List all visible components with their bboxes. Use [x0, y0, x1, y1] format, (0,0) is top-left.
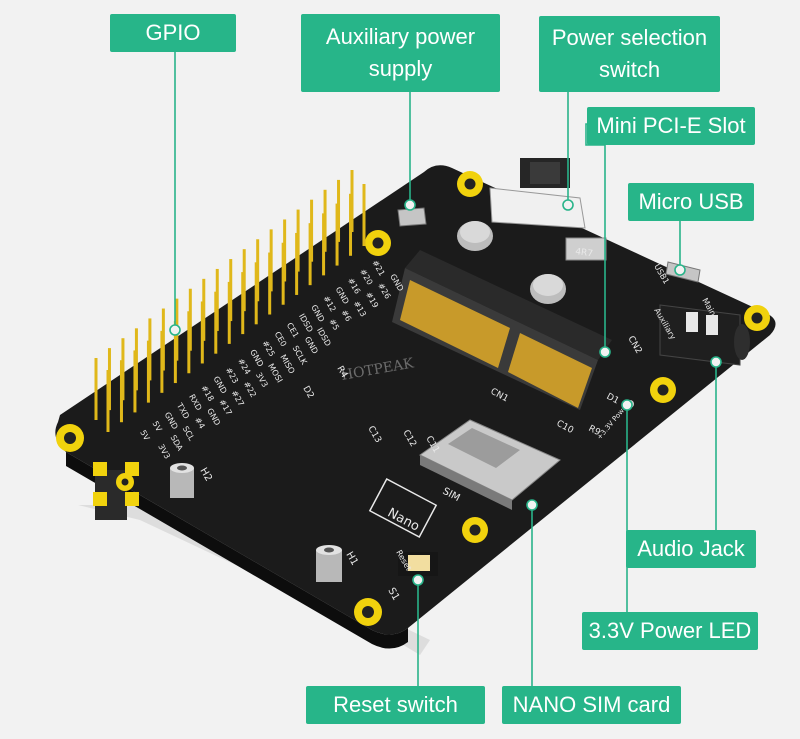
sma-footprint — [93, 462, 139, 506]
mounting-holes — [56, 171, 770, 626]
callout-aux-power: Auxiliary power supply — [301, 14, 500, 92]
callout-mini-pcie: Mini PCI-E Slot — [587, 107, 755, 145]
gpio-header-pins — [94, 170, 366, 432]
mini-pcie-slot — [392, 250, 612, 410]
callout-power-led: 3.3V Power LED — [582, 612, 758, 650]
callout-nano-sim: NANO SIM card — [502, 686, 681, 724]
audio-jack-part — [659, 304, 750, 366]
standoff-h2 — [170, 463, 194, 498]
callout-reset-switch: Reset switch — [306, 686, 485, 724]
capacitors — [457, 221, 607, 304]
aux-power-connector — [397, 207, 427, 227]
sim-card-holder — [419, 419, 561, 510]
callout-audio-jack: Audio Jack — [626, 530, 756, 568]
standoff-h1 — [316, 545, 342, 582]
reset-switch-part — [398, 552, 438, 576]
callout-gpio: GPIO — [110, 14, 236, 52]
callout-power-selection: Power selection switch — [539, 16, 720, 92]
power-selection-switch-part — [489, 158, 586, 229]
silk-inductor: 4R7 — [575, 247, 594, 259]
pcb-board — [55, 165, 776, 635]
callout-micro-usb: Micro USB — [628, 183, 754, 221]
